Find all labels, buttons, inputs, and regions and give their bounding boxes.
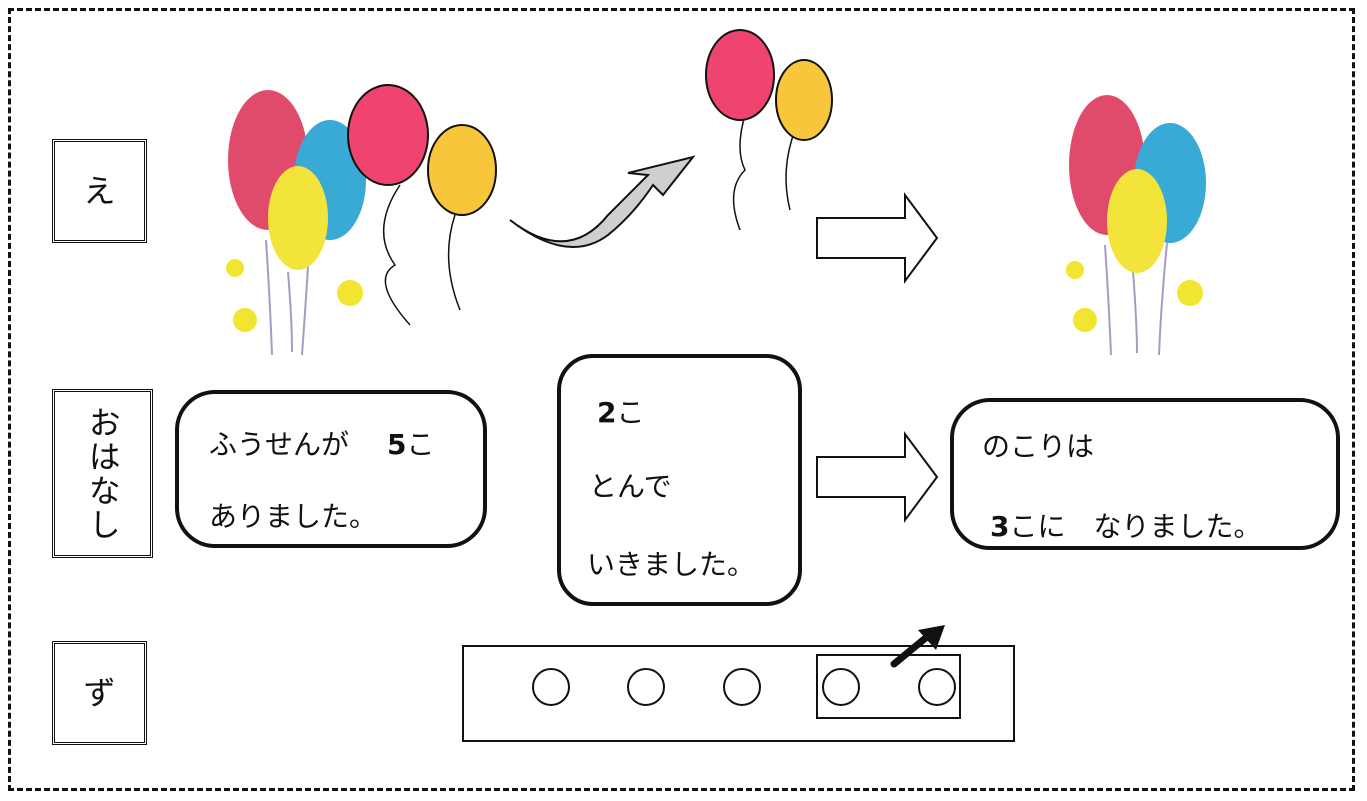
right-arrow-icon <box>816 430 939 524</box>
worksheet-frame <box>8 8 1355 791</box>
diagram-circle <box>822 668 860 706</box>
label-story: おはなし <box>52 389 153 558</box>
diagram-circle <box>532 668 570 706</box>
story-box-start-text: ふうせんが <box>209 428 350 461</box>
story-box-flyaway: 2こ とんで いきました。 <box>557 354 802 606</box>
diagram-box <box>462 645 1015 742</box>
story-box-start-unit: こ <box>406 428 435 461</box>
diagram-circle <box>723 668 761 706</box>
story-box-result-line2: こに なりました。 <box>1009 510 1262 543</box>
diagram-removed-group <box>816 654 961 719</box>
story-box-start: ふうせんが 5こ ありました。 <box>175 390 487 548</box>
label-picture-text: え <box>83 171 116 210</box>
story-box-flyaway-line2: とんで <box>589 470 672 503</box>
balloon-pair-2 <box>705 29 833 231</box>
story-box-start-number: 5 <box>387 428 407 461</box>
story-box-result: のこりは 3こに なりました。 <box>950 398 1340 550</box>
up-right-arrow-icon <box>890 625 945 668</box>
curved-arrow-icon <box>509 155 696 248</box>
diagram-circle <box>627 668 665 706</box>
label-diagram: ず <box>52 641 147 745</box>
label-picture: え <box>52 139 147 243</box>
story-box-flyaway-unit: こ <box>616 396 645 429</box>
diagram-circle <box>918 668 956 706</box>
story-box-start-line2: ありました。 <box>209 500 378 533</box>
label-story-text: おはなし <box>83 405 122 542</box>
label-diagram-text: ず <box>83 673 116 712</box>
story-box-result-line1: のこりは <box>982 430 1095 463</box>
story-box-result-number: 3 <box>990 510 1010 543</box>
right-arrow-icon <box>816 191 939 285</box>
balloon-bunch-5 <box>226 84 497 356</box>
balloon-bunch-3 <box>1066 95 1206 356</box>
story-box-flyaway-line3: いきました。 <box>587 548 756 581</box>
story-box-flyaway-number: 2 <box>597 396 617 429</box>
